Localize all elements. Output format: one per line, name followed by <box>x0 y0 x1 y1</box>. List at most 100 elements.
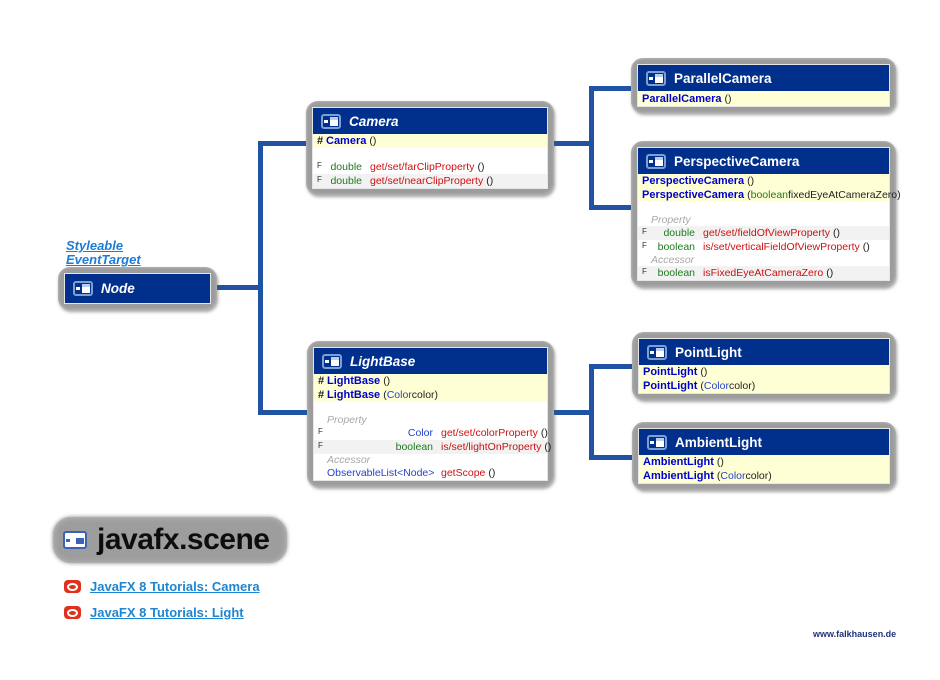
param-type: Color <box>386 389 412 401</box>
member-params: () <box>833 227 841 239</box>
constructor-params: () <box>383 375 391 387</box>
constructor-name: AmbientLight <box>643 470 714 482</box>
constructor-name: Camera <box>326 135 367 147</box>
class-name: LightBase <box>350 353 416 369</box>
class-header-pointlight: PointLight <box>639 339 889 365</box>
member-params: () <box>826 267 834 279</box>
member-type: boolean <box>657 241 695 253</box>
spacer-row <box>638 202 889 214</box>
param-open: ( <box>383 389 387 401</box>
class-header-parallelcamera: ParallelCamera <box>638 65 889 91</box>
class-name: PointLight <box>675 344 742 360</box>
param-type: Color <box>720 470 746 482</box>
constructor-row: PointLight (Color color) <box>639 379 889 393</box>
member-method: get/set/nearClipProperty <box>370 175 484 187</box>
class-box-pointlight: PointLight PointLight () PointLight (Col… <box>632 332 896 400</box>
section-label-property: Property <box>651 214 691 226</box>
edge-right-trunk-bottom <box>589 364 594 460</box>
member-type: boolean <box>657 267 695 279</box>
member-type: ObservableList<Node> <box>327 467 435 479</box>
protected-marker: # <box>317 135 324 147</box>
member-params: () <box>862 241 870 253</box>
member-type: Color <box>407 427 433 439</box>
param-open: ( <box>716 470 721 482</box>
constructor-name: ParallelCamera <box>642 92 722 105</box>
member-row: F boolean isFixedEyeAtCameraZero () <box>638 266 889 280</box>
package-name: javafx.scene <box>97 523 270 556</box>
class-name: AmbientLight <box>675 434 762 450</box>
edge-camera-right <box>544 141 592 146</box>
member-row: ObservableList<Node> getScope () <box>314 466 547 480</box>
package-title: javafx.scene <box>53 517 288 563</box>
member-row: F boolean is/set/verticalFieldOfViewProp… <box>638 240 889 254</box>
class-name: Camera <box>349 113 399 129</box>
property-marker: F <box>317 161 322 170</box>
constructor-row: # LightBase () <box>314 374 547 388</box>
param-type: boolean <box>750 189 788 201</box>
property-marker: F <box>318 427 323 436</box>
member-row: F double get/set/fieldOfViewProperty () <box>638 226 889 240</box>
edge-ambientlight-branch <box>589 455 639 460</box>
class-icon <box>646 153 666 169</box>
class-name: PerspectiveCamera <box>674 153 800 169</box>
param-open: ( <box>747 189 751 201</box>
constructor-params: () <box>724 92 732 105</box>
member-row: F double get/set/nearClipProperty () <box>313 174 547 188</box>
spacer-row <box>314 402 547 414</box>
constructor-name: PointLight <box>643 380 698 392</box>
member-type: double <box>330 161 362 173</box>
class-name: ParallelCamera <box>674 70 772 86</box>
member-method: get/set/colorProperty <box>441 427 538 439</box>
class-header-lightbase: LightBase <box>314 348 547 374</box>
watermark-link[interactable]: www.falkhausen.de <box>813 629 897 639</box>
member-type: boolean <box>395 441 433 453</box>
class-box-perspectivecamera: PerspectiveCamera PerspectiveCamera () P… <box>631 141 901 287</box>
oracle-icon <box>64 580 81 593</box>
property-marker: F <box>318 441 323 450</box>
constructor-params: () <box>716 456 724 468</box>
edge-lightbase-branch <box>258 410 314 415</box>
constructor-row: ParallelCamera () <box>638 91 889 106</box>
section-label-accessor: Accessor <box>651 254 695 266</box>
tutorial-link-label[interactable]: JavaFX 8 Tutorials: Camera <box>90 579 260 594</box>
class-icon <box>647 344 667 360</box>
member-type: double <box>330 175 362 187</box>
interface-link-styleable[interactable]: Styleable <box>66 238 124 253</box>
constructor-params: () <box>700 366 708 378</box>
class-box-ambientlight: AmbientLight AmbientLight () AmbientLigh… <box>632 422 896 490</box>
tutorial-link-label[interactable]: JavaFX 8 Tutorials: Light <box>90 605 244 620</box>
class-box-lightbase: LightBase # LightBase () # LightBase (Co… <box>307 341 554 487</box>
constructor-row: PerspectiveCamera () <box>638 174 889 188</box>
class-icon <box>322 353 342 369</box>
constructor-row: AmbientLight (Color color) <box>639 469 889 483</box>
constructor-name: PointLight <box>643 366 698 378</box>
section-label-accessor: Accessor <box>327 454 371 466</box>
class-header-node: Node <box>65 274 210 303</box>
interface-link-eventtarget[interactable]: EventTarget <box>66 252 141 267</box>
tutorial-link-camera[interactable]: JavaFX 8 Tutorials: Camera <box>64 579 260 594</box>
property-marker: F <box>317 175 322 184</box>
member-row: F double get/set/farClipProperty () <box>313 160 547 174</box>
property-marker: F <box>642 241 647 250</box>
param-type: Color <box>703 380 729 392</box>
edge-left-trunk <box>258 141 263 415</box>
member-params: () <box>486 175 494 187</box>
member-type: double <box>663 227 695 239</box>
package-icon <box>63 531 87 549</box>
member-row: F Color get/set/colorProperty () <box>314 426 548 440</box>
class-icon <box>646 70 666 86</box>
member-method: get/set/farClipProperty <box>370 161 475 173</box>
constructor-name: PerspectiveCamera <box>642 189 745 201</box>
tutorial-link-light[interactable]: JavaFX 8 Tutorials: Light <box>64 605 244 620</box>
param-rest: color) <box>728 380 756 392</box>
member-method: get/set/fieldOfViewProperty <box>703 227 831 239</box>
member-method: getScope <box>441 467 486 479</box>
constructor-row: # Camera () <box>313 134 547 148</box>
member-params: () <box>477 161 485 173</box>
member-params: () <box>544 441 552 453</box>
class-icon <box>647 434 667 450</box>
class-icon <box>321 113 341 129</box>
class-header-ambientlight: AmbientLight <box>639 429 889 455</box>
class-box-node: Node <box>58 267 217 310</box>
